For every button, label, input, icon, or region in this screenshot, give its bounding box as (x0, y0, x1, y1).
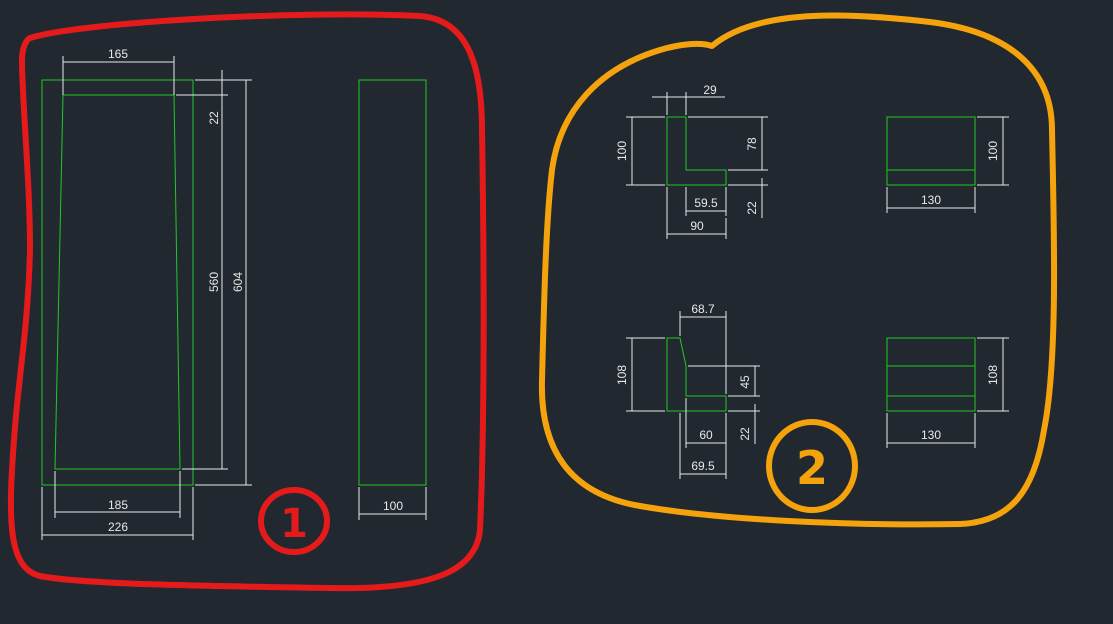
part1-dim-base: 22 (745, 201, 759, 215)
dim-offset: 22 (207, 111, 221, 125)
part2-dim-width: 130 (921, 193, 941, 207)
part1-dim-inner: 78 (745, 137, 759, 151)
group1-geometry (41, 79, 427, 486)
part4-rectangle (886, 337, 976, 412)
part3-dim-base: 22 (738, 427, 752, 441)
front-outer-rectangle (41, 79, 194, 486)
part1-dim-width: 90 (690, 219, 704, 233)
part1-dim-shelf: 59.5 (694, 196, 718, 210)
part4-dimensions: 130 108 (886, 337, 1009, 448)
part1-dim-lip: 29 (703, 83, 717, 97)
tapered-panel (54, 94, 181, 470)
part3-geometry (666, 337, 727, 412)
part2-geometry (886, 116, 976, 186)
part2-rectangle (886, 116, 976, 186)
part4-dim-height: 108 (986, 365, 1000, 385)
part3-dim-top: 68.7 (691, 302, 715, 316)
side-view-rectangle (358, 79, 427, 486)
part4-dim-width: 130 (921, 428, 941, 442)
dim-outer-height: 604 (231, 272, 245, 292)
part1-l-profile (666, 116, 727, 186)
dim-overall-width: 226 (108, 520, 128, 534)
dim-inner-height: 560 (207, 272, 221, 292)
group1-badge-number: 1 (280, 501, 308, 547)
part3-dim-width: 69.5 (691, 459, 715, 473)
group2-badge-number: 2 (796, 441, 828, 495)
part3-l-profile (666, 337, 727, 412)
part3-dim-inner: 45 (738, 375, 752, 389)
part1-dim-height: 100 (615, 141, 629, 161)
part2-dimensions: 130 100 (886, 116, 1009, 213)
dim-bottom-width: 185 (108, 498, 128, 512)
group1-outline (7, 11, 487, 592)
part1-dimensions: 29 100 78 22 59.5 90 (615, 83, 768, 239)
group2-outline (538, 12, 1058, 528)
group1-dimensions: 165 22 560 604 185 226 100 (41, 47, 427, 540)
group1-badge: 1 (258, 487, 330, 555)
part3-dimensions: 68.7 108 45 22 60 69.5 (615, 302, 760, 479)
part1-geometry (666, 116, 727, 186)
dim-side-width: 100 (383, 499, 403, 513)
part3-dim-height: 108 (615, 365, 629, 385)
part2-dim-height: 100 (986, 141, 1000, 161)
dim-top-width: 165 (108, 47, 128, 61)
part3-dim-shelf: 60 (699, 428, 713, 442)
part4-geometry (886, 337, 976, 412)
group2-badge: 2 (766, 419, 858, 513)
